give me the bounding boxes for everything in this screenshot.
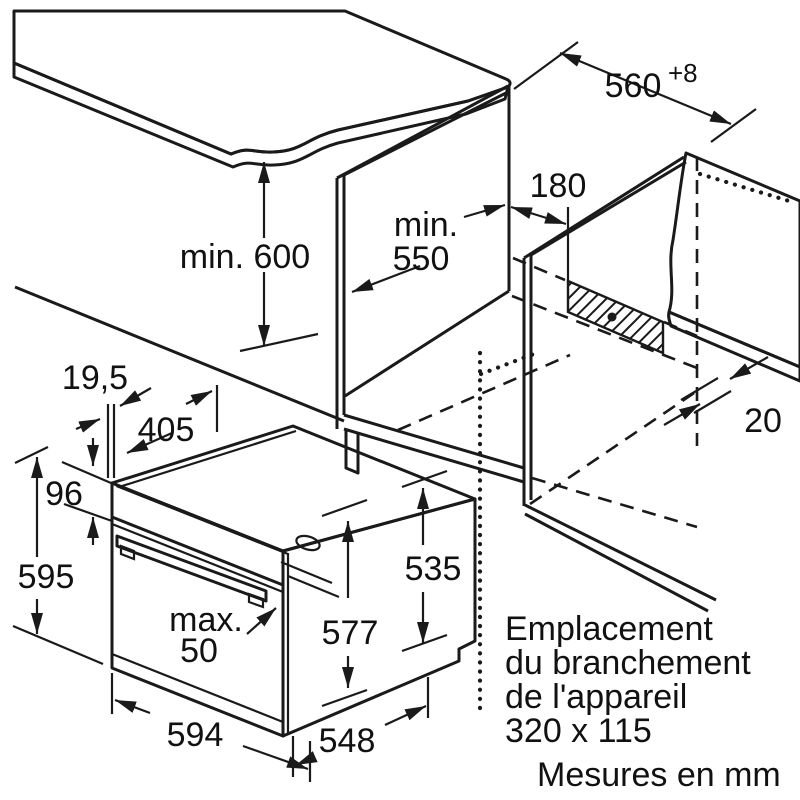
oven-front-face [110,481,285,738]
dim-top-depth-lines [126,385,219,455]
dim-oven-height-lines [12,446,104,666]
oven-side-grip-cutout [295,534,321,552]
worktop-left [12,9,512,169]
dim-front-frame-lip-label: 19,5 [62,359,128,397]
connection-note-line-3: de l'appareil [505,678,687,716]
connection-note-line-4: 320 x 115 [505,712,652,750]
dim-top-depth-label: 405 [138,411,195,449]
cabinet-right-base-edge [524,503,717,602]
dim-rear-gap-label: 20 [744,402,782,440]
dim-niche-height-lines [239,162,319,353]
connection-point-dot [607,312,617,322]
dim-rear-gap-lines [663,356,769,426]
connection-area [566,279,665,355]
dim-handle-prefix-label: max. [169,601,243,639]
cabinet-right-panel [522,155,717,613]
dim-front-frame-lip-lines [75,387,152,478]
dim-niche-width-label: 560 [605,67,662,105]
dim-rear-height-lines [401,469,448,653]
dim-handle-protrusion-lines [246,560,340,635]
dim-front-height-lines [321,498,368,708]
floor-line [14,285,345,423]
worktop-left-front-edge [12,61,510,169]
dim-oven-width-label: 594 [167,716,224,754]
worktop-right-front-edge [667,310,800,383]
dim-niche-width-lines [513,41,757,143]
dim-connection-offset-label: 180 [530,167,587,205]
dim-oven-height-label: 595 [18,558,75,596]
hidden-niche-edges [397,157,699,529]
dim-oven-depth-lines [291,677,430,777]
oven-isometric-view [110,424,477,738]
oven-door-bottom-line [111,652,284,724]
dim-front-height-label: 577 [322,614,379,652]
connection-note-line-1: Emplacement [505,610,713,648]
dim-niche-depth-lines [351,203,506,294]
connection-note-line-2: du branchement [505,644,751,682]
units-note: Mesures en mm [537,756,781,794]
dim-control-panel-height-label: 96 [45,475,83,513]
dim-handle-protrusion-label: 50 [180,632,218,670]
oven-handle [115,534,268,603]
connection-note: Emplacement du branchement de l'appareil… [505,610,751,750]
niche-floor-front-edge [343,413,525,470]
dim-connection-offset-lines [510,205,570,283]
dim-niche-depth-label: 550 [393,240,450,278]
worktop-right-top-surface [667,151,800,369]
dim-control-panel-height-lines [61,438,113,545]
projection-lines [477,171,792,720]
cabinet-left-panel [335,84,525,484]
dim-niche-width-tolerance-label: +8 [668,58,698,88]
dim-rear-height-label: 535 [405,550,462,588]
dim-niche-depth-prefix-label: min. [394,206,458,244]
oven-top-frame-inset [115,429,297,556]
dim-oven-depth-label: 548 [319,722,376,760]
oven-control-panel-line [111,515,284,587]
worktop-left-top-surface [12,9,512,156]
worktop-right [667,151,800,383]
oven-side-face [281,497,477,738]
dim-niche-height-label: min. 600 [180,238,310,276]
